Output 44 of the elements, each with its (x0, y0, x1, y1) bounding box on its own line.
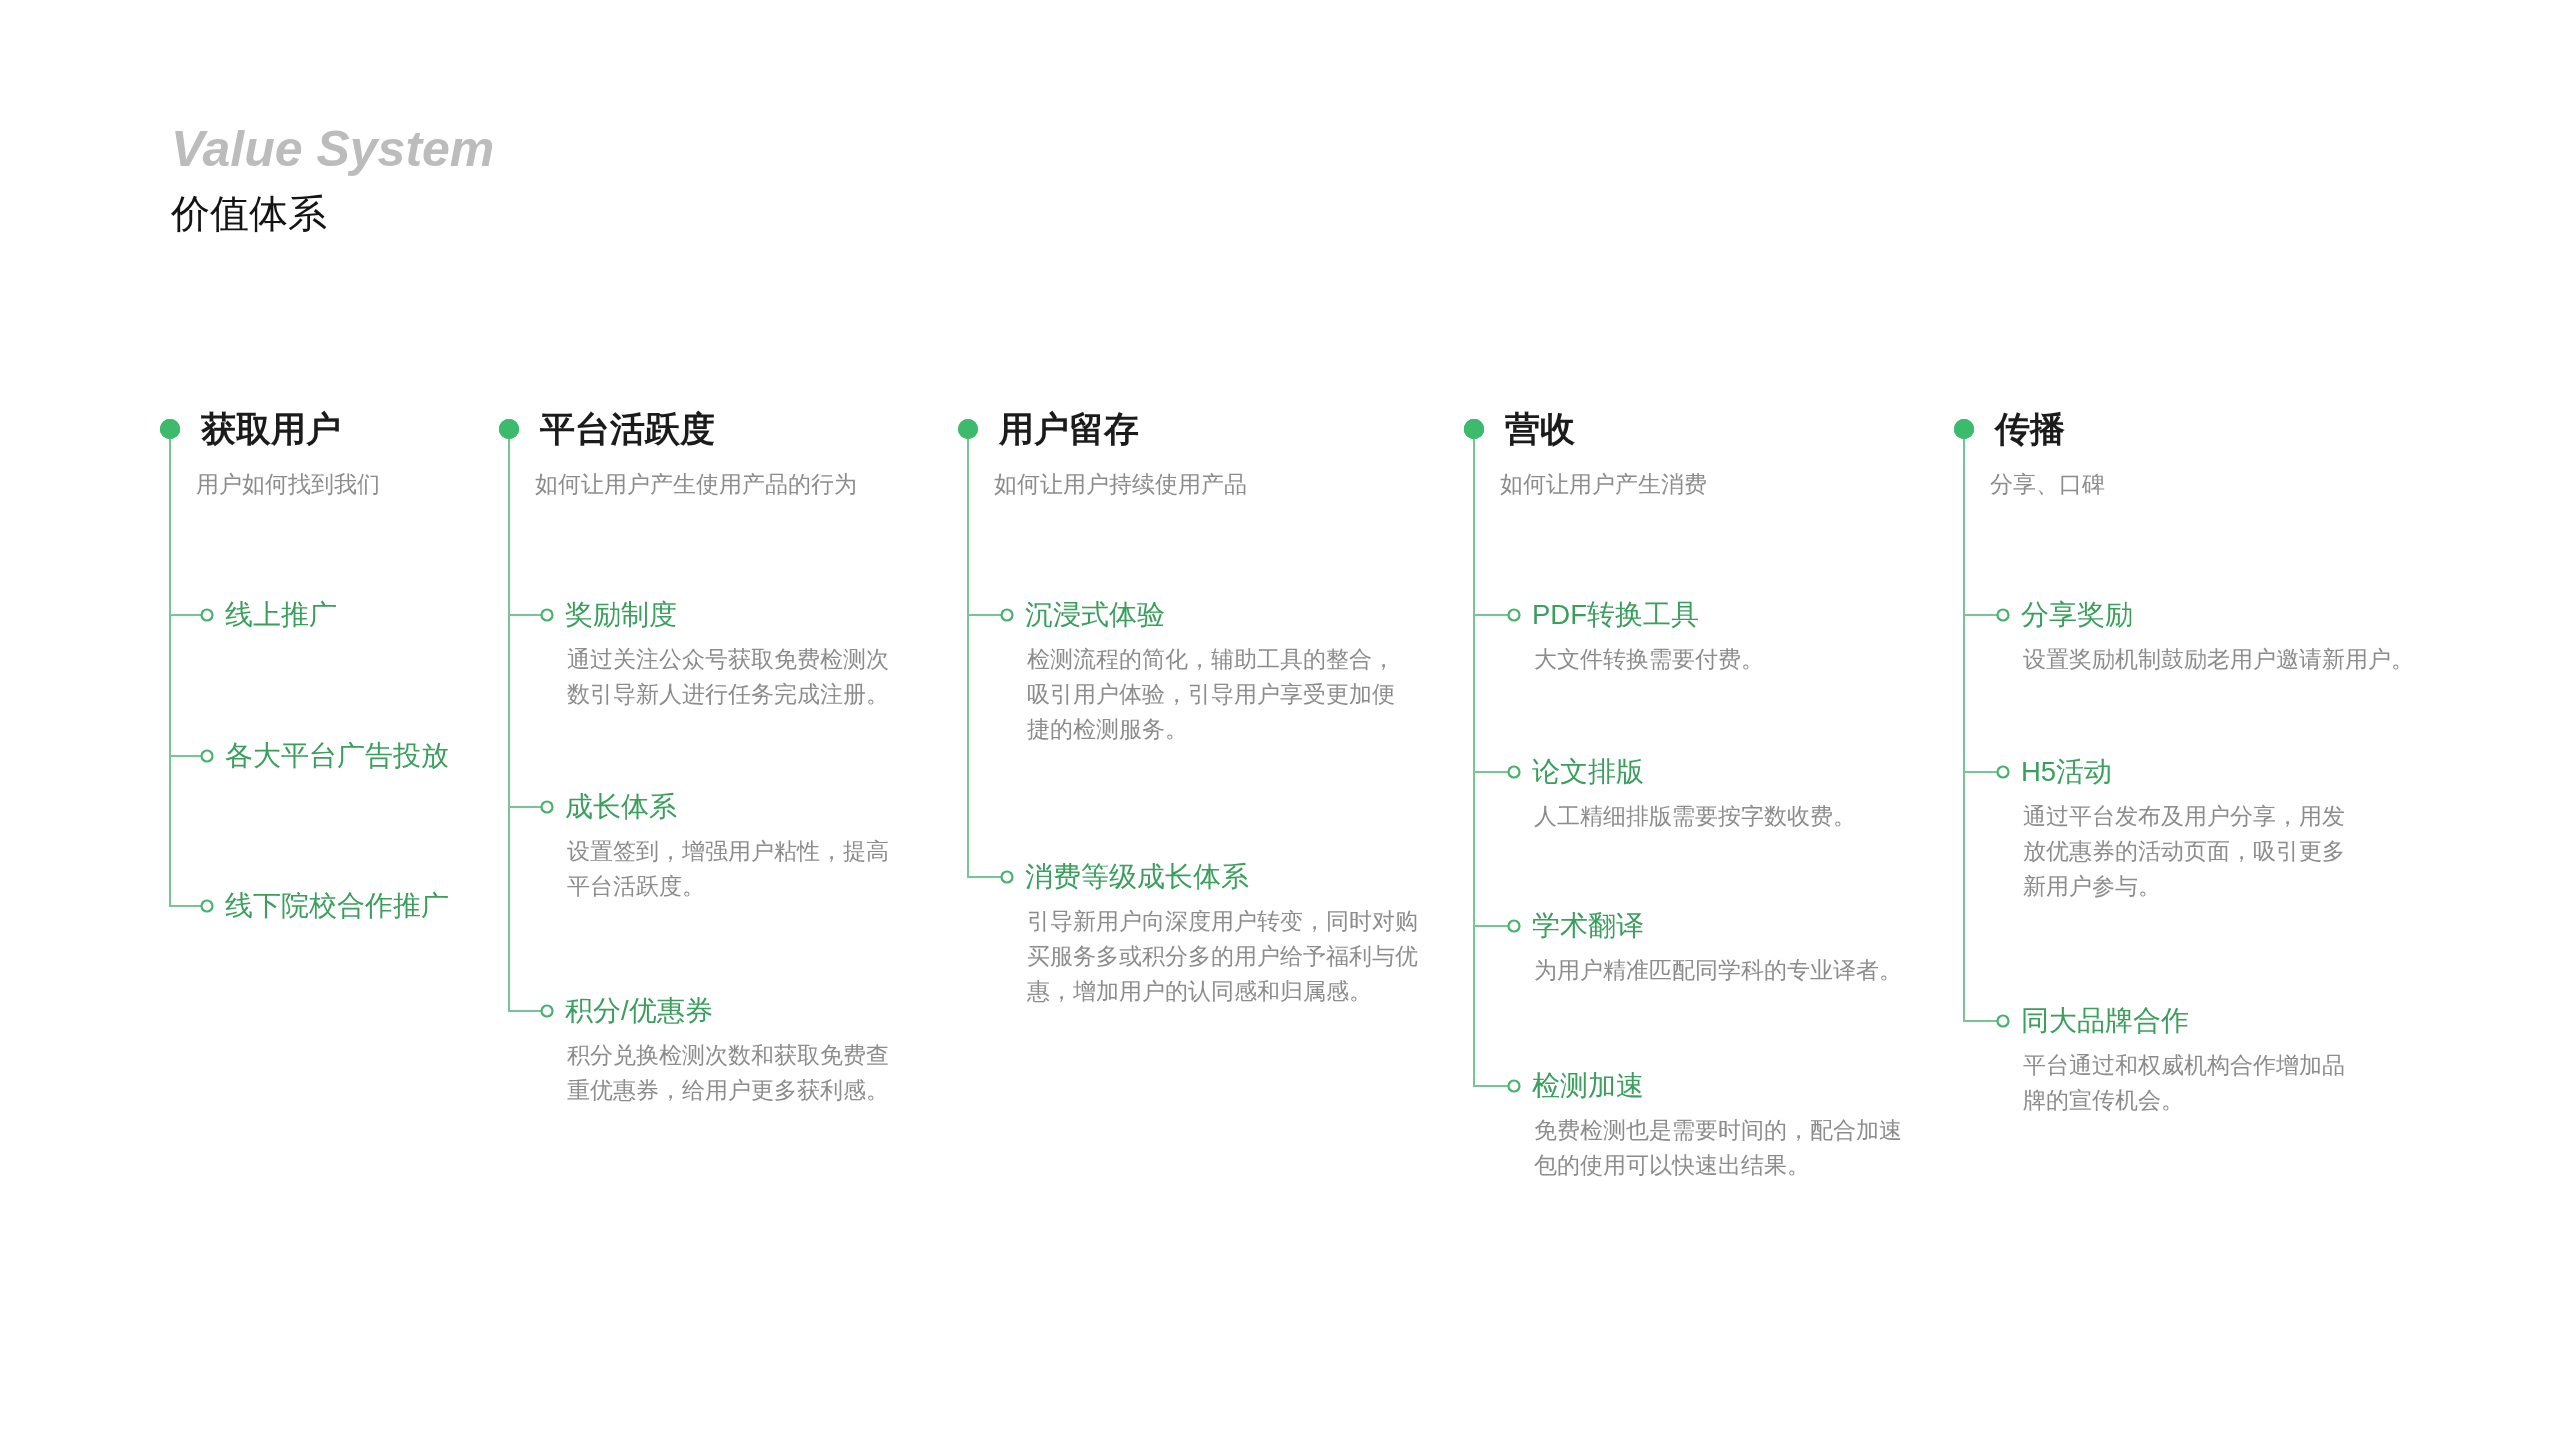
english-title: Value System (171, 120, 495, 178)
item-description: 设置奖励机制鼓励老用户邀请新用户。 (2023, 646, 2414, 674)
item-description: 为用户精准匹配同学科的专业译者。 (1534, 957, 1902, 985)
item-description: 设置签到，增强用户粘性，提高平台活跃度。 (567, 838, 890, 901)
section-heading: 营收 (1505, 408, 1575, 450)
item-description: 通过关注公众号获取免费检测次数引导新人进行任务完成注册。 (567, 646, 890, 709)
item-title: 奖励制度 (565, 598, 677, 632)
item-title: 线上推广 (225, 598, 337, 632)
section-subtitle: 如何让用户产生使用产品的行为 (535, 471, 857, 499)
item-title: 分享奖励 (2021, 598, 2133, 632)
item-title: 检测加速 (1532, 1069, 1644, 1103)
item-title: 各大平台广告投放 (225, 739, 449, 773)
item-title: PDF转换工具 (1532, 598, 1699, 632)
section-subtitle: 用户如何找到我们 (196, 471, 380, 499)
item-description: 检测流程的简化，辅助工具的整合，吸引用户体验，引导用户享受更加便捷的检测服务。 (1027, 646, 1396, 744)
connector-line (958, 419, 1014, 884)
item-description: 平台通过和权威机构合作增加品牌的宣传机会。 (2023, 1052, 2346, 1115)
page-title: 价值体系 (171, 191, 327, 237)
section-heading: 平台活跃度 (540, 408, 715, 450)
item-description: 人工精细排版需要按字数收费。 (1534, 803, 1856, 831)
section-heading: 传播 (1995, 408, 2065, 450)
item-title: H5活动 (2021, 755, 2113, 789)
section-heading: 获取用户 (201, 408, 341, 450)
item-title: 沉浸式体验 (1025, 598, 1165, 632)
section-subtitle: 如何让用户产生消费 (1500, 471, 1707, 499)
item-title: 线下院校合作推广 (225, 889, 449, 923)
item-title: 积分/优惠券 (565, 994, 713, 1028)
item-description: 积分兑换检测次数和获取免费查重优惠券，给用户更多获利感。 (567, 1042, 890, 1105)
section-heading: 用户留存 (999, 408, 1139, 450)
item-title: 论文排版 (1532, 755, 1644, 789)
section-subtitle: 如何让用户持续使用产品 (994, 471, 1247, 499)
item-description: 通过平台发布及用户分享，用发放优惠券的活动页面，吸引更多新用户参与。 (2023, 803, 2346, 901)
item-description: 大文件转换需要付费。 (1534, 646, 1764, 674)
connector-line (160, 419, 214, 913)
item-description: 引导新用户向深度用户转变，同时对购买服务多或积分多的用户给予福利与优惠，增加用户的认同感和归属感。 (1027, 908, 1419, 1006)
item-title: 成长体系 (565, 790, 677, 824)
item-title: 同大品牌合作 (2021, 1004, 2189, 1038)
item-title: 消费等级成长体系 (1025, 860, 1249, 894)
connector-line (1464, 419, 1521, 1093)
connector-line (1954, 419, 2010, 1028)
connector-line (499, 419, 554, 1018)
section-subtitle: 分享、口碑 (1990, 471, 2105, 499)
item-title: 学术翻译 (1532, 909, 1644, 943)
item-description: 免费检测也是需要时间的，配合加速包的使用可以快速出结果。 (1534, 1117, 1903, 1180)
